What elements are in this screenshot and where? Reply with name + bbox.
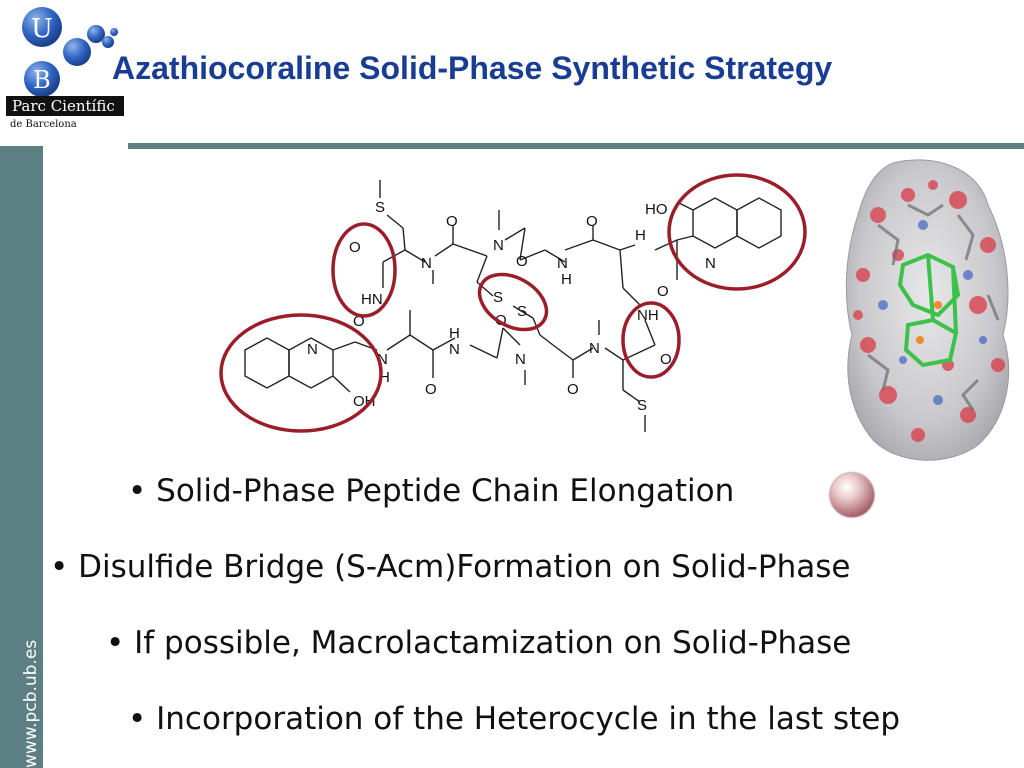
- atom-label: N: [705, 255, 716, 272]
- atom-label: OH: [353, 393, 376, 410]
- sidebar-url: www.pcb.ub.es: [21, 639, 41, 768]
- highlight-ring: [621, 301, 681, 379]
- left-sidebar: [0, 146, 43, 768]
- atom-label: S: [517, 303, 527, 320]
- atom-label: N: [421, 255, 432, 272]
- atom-labels: S O N O N O N H O H HO N O HN S S O O NH…: [307, 199, 716, 414]
- bullet-macrolactamization: • If possible, Macrolactamization on Sol…: [106, 625, 852, 661]
- atom-label: NH: [637, 307, 659, 324]
- resin-bead-icon: [830, 473, 874, 517]
- atom-label: H: [379, 369, 390, 386]
- logo-letter-b: B: [33, 66, 51, 94]
- bond-lines: [244, 180, 782, 432]
- atom-label: S: [375, 199, 385, 216]
- bullet-heterocycle-incorporation: • Incorporation of the Heterocycle in th…: [128, 701, 901, 737]
- grey-sticks: [867, 203, 1000, 411]
- atom-label: O: [353, 313, 365, 330]
- atom-label: O: [586, 213, 598, 230]
- logo-letter-u: U: [31, 14, 53, 44]
- bullet-chain-elongation: • Solid-Phase Peptide Chain Elongation: [128, 473, 735, 509]
- green-core: [897, 252, 961, 368]
- logo-band-text: Parc Científic: [6, 96, 124, 116]
- highlight-ring: [331, 222, 397, 318]
- atom-label: O: [567, 381, 579, 398]
- atom-label: H: [561, 271, 572, 288]
- bullet-disulfide-bridge: • Disulfide Bridge (S-Acm)Formation on S…: [50, 549, 851, 585]
- atom-label: HO: [645, 201, 668, 218]
- azathiocoraline-structure: S O N O N O N H O H HO N O HN S S O O NH…: [219, 173, 807, 433]
- atom-label: O: [495, 312, 507, 329]
- page-title: Azathiocoraline Solid-Phase Synthetic St…: [112, 50, 833, 86]
- logo-bubble: [87, 25, 105, 43]
- atom-label: N: [307, 341, 318, 358]
- atom-label: S: [637, 397, 647, 414]
- orange-atoms: [916, 301, 942, 344]
- atom-label: O: [516, 253, 528, 270]
- atom-label: N: [589, 340, 600, 357]
- atom-label: S: [493, 289, 503, 306]
- atom-label: O: [425, 381, 437, 398]
- molecular-model-image: [845, 159, 1010, 461]
- atom-label: N: [493, 237, 504, 254]
- atom-label: H: [449, 325, 460, 342]
- atom-label: N: [377, 351, 388, 368]
- atom-label: H: [635, 227, 646, 244]
- blue-atoms: [878, 220, 987, 405]
- atom-label: O: [657, 283, 669, 300]
- atom-label: O: [660, 351, 672, 368]
- highlight-ring: [219, 313, 383, 433]
- highlight-ring: [477, 272, 549, 332]
- atom-label: N: [557, 255, 568, 272]
- logo-bubble: [24, 61, 60, 97]
- logo-bubble: [22, 7, 62, 47]
- logo-bubble: [102, 36, 114, 48]
- logo-bubble: [110, 28, 118, 36]
- highlight-ring: [667, 173, 807, 291]
- atom-label: N: [515, 351, 526, 368]
- logo-bubble: [63, 38, 91, 66]
- atom-label: N: [449, 341, 460, 358]
- logo-sub-text: de Barcelona: [10, 119, 77, 130]
- atom-label: HN: [361, 291, 383, 308]
- parc-cientific-logo: U B Parc Científic de Barcelona: [0, 0, 128, 135]
- title-divider: [128, 143, 1024, 149]
- logo-bubbles: U B: [22, 7, 118, 97]
- atom-label: O: [446, 213, 458, 230]
- highlight-rings: [219, 173, 807, 433]
- atom-label: O: [349, 239, 361, 256]
